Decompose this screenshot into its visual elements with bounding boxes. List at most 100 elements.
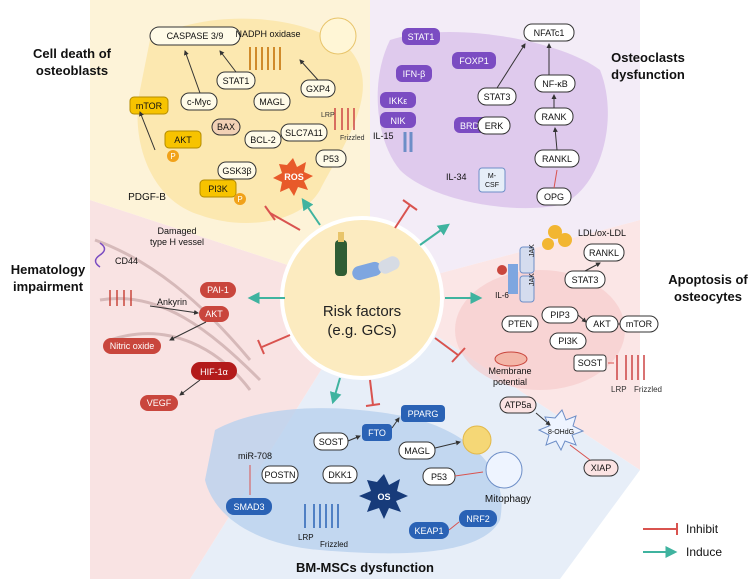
bottle-icon <box>335 232 347 276</box>
ankyrin-receptor-icon <box>109 290 132 306</box>
node-pai1: PAI-1 <box>207 285 229 295</box>
legend-induce: Induce <box>686 545 722 559</box>
node-magl-bm: MAGL <box>404 446 430 456</box>
node-nfatc1: NFATc1 <box>534 28 565 38</box>
node-ifnb: IFN-β <box>403 69 426 79</box>
node-ohdg: 8-OHdG <box>548 429 574 436</box>
pill-icon <box>352 256 400 281</box>
bmsc-nodes: SOST FTO PPARG MAGL miR-708 POSTN DKK1 P… <box>226 405 531 549</box>
osteoclast-nodes: STAT1 FOXP1 IFN-β IKKε NIK BRD9 IL-15 NF… <box>373 23 580 206</box>
phospho-icon-2 <box>234 193 246 205</box>
osteocyte-nodes: LDL/ox-LDL RANKL JAK JAK STAT3 IL-6 PIP3… <box>488 225 662 477</box>
osteoblast-cell <box>137 18 363 223</box>
section-title-bmscs: BM-MSCs dysfunction <box>296 560 434 575</box>
center-title-2: (e.g. GCs) <box>327 322 396 339</box>
hematology-nodes: CD44 Ankyrin PAI-1 AKT Nitric oxide HIF-… <box>94 242 237 411</box>
node-p53-bm: P53 <box>431 472 447 482</box>
osteoblast-nodes: CASPASE 3/9 NADPH oxidase mTOR c-Myc STA… <box>128 17 365 247</box>
ros-bubble-icon <box>319 17 357 55</box>
node-rankl-ot: RANKL <box>589 248 619 258</box>
node-bax: BAX <box>217 122 235 132</box>
dna-damage-burst-icon <box>537 409 585 452</box>
label-lrp-bm: LRP <box>298 533 314 542</box>
label-frizzled: Frizzled <box>340 135 365 142</box>
node-opg: OPG <box>544 192 564 202</box>
node-cmyc: c-Myc <box>187 97 211 107</box>
label-il15: IL-15 <box>373 131 394 141</box>
node-pi3k: PI3K <box>208 184 228 194</box>
node-p53: P53 <box>323 154 339 164</box>
node-dkk1: DKK1 <box>328 470 352 480</box>
node-xiap: XIAP <box>591 463 612 473</box>
node-mtor: mTOR <box>136 101 163 111</box>
node-jak-1: JAK <box>529 244 536 257</box>
label-lrp-ot: LRP <box>611 385 627 394</box>
node-sost-bm: SOST <box>319 437 344 447</box>
node-foxp1: FOXP1 <box>459 56 489 66</box>
nadph-channel <box>249 47 281 70</box>
node-pparg: PPARG <box>408 409 439 419</box>
node-rank: RANK <box>541 112 566 122</box>
node-stat1-oc: STAT1 <box>408 32 435 42</box>
node-nitric: Nitric oxide <box>110 341 155 351</box>
node-gxp4: GXP4 <box>306 84 330 94</box>
node-stat3-ot: STAT3 <box>572 275 599 285</box>
il6-receptor-icon <box>497 264 518 294</box>
mitophagy-icon <box>485 451 523 489</box>
label-frizzled-ot: Frizzled <box>634 385 662 394</box>
node-p-2: P <box>237 195 242 204</box>
node-slc7a11: SLC7A11 <box>285 128 323 138</box>
lrp-receptor-icon-bm <box>304 504 339 528</box>
node-hif: HIF-1α <box>200 367 228 377</box>
node-pten: PTEN <box>508 319 532 329</box>
center-title-1: Risk factors <box>323 303 401 320</box>
label-il34: IL-34 <box>446 172 467 182</box>
center-circle <box>280 216 444 380</box>
node-ikke: IKKε <box>389 96 408 106</box>
node-ros: ROS <box>284 172 304 182</box>
label-pdgfb: PDGF-B <box>128 192 166 203</box>
node-keap1: KEAP1 <box>414 526 443 536</box>
label-mir708: miR-708 <box>238 451 272 461</box>
label-il6: IL-6 <box>495 291 509 300</box>
node-mtor-ot: mTOR <box>626 319 653 329</box>
node-stat3-oc: STAT3 <box>484 92 511 102</box>
node-magl: MAGL <box>259 97 285 107</box>
node-mcsf: M-CSF <box>485 173 499 189</box>
label-frizzled-bm: Frizzled <box>320 540 348 549</box>
node-bcl2: BCL-2 <box>250 135 276 145</box>
legend-inhibit: Inhibit <box>686 522 719 536</box>
ros-burst-icon <box>273 158 313 196</box>
node-os: OS <box>377 492 390 502</box>
node-erk: ERK <box>485 121 504 131</box>
node-pi3k-ot: PI3K <box>558 336 578 346</box>
il15-receptor-icon <box>403 132 413 152</box>
label-mitophagy: Mitophagy <box>485 494 531 505</box>
center-arrows <box>247 198 483 407</box>
node-nik: NIK <box>390 116 405 126</box>
node-jak-2: JAK <box>529 273 536 286</box>
vessel-strands <box>94 238 262 391</box>
legend: Inhibit Induce <box>643 522 722 559</box>
node-p-1: P <box>170 152 175 161</box>
node-fto: FTO <box>368 428 386 438</box>
node-brd9: BRD9 <box>460 121 484 131</box>
label-lrp: LRP <box>321 112 335 119</box>
node-smad3: SMAD3 <box>233 502 264 512</box>
node-postn: POSTN <box>264 470 295 480</box>
node-caspase: CASPASE 3/9 <box>167 31 224 41</box>
node-nrf2: NRF2 <box>466 514 490 524</box>
node-atp5a: ATP5a <box>505 400 532 410</box>
node-gsk3b: GSK3β <box>222 166 251 176</box>
lrp-receptor-icon <box>334 108 355 130</box>
node-stat1: STAT1 <box>223 76 250 86</box>
node-akt: AKT <box>174 135 192 145</box>
label-cd44: CD44 <box>115 256 138 266</box>
ldl-particle-icon <box>542 225 572 250</box>
